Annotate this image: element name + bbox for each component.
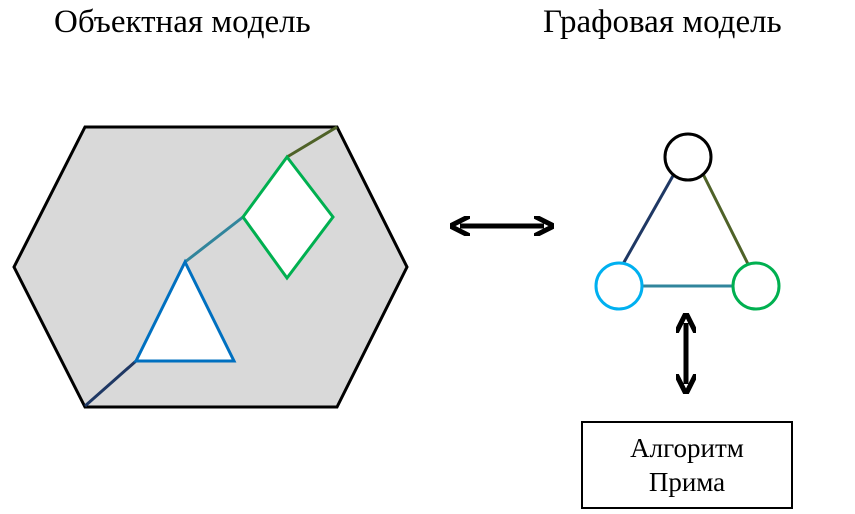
graph-model-title: Графовая модель [543, 4, 782, 40]
graph-node-top [663, 132, 713, 182]
edge-hexagon-to-triangle [84, 359, 137, 408]
algorithm-box-line2: Прима [648, 467, 726, 497]
diamond-hole [241, 154, 335, 281]
algorithm-box-line1: Алгоритм [630, 433, 744, 463]
object-model-title: Объектная модель [54, 4, 311, 40]
triangle-hole [133, 258, 237, 363]
graph-node-right [731, 261, 781, 311]
prim-algorithm-box: Алгоритм Прима [581, 421, 793, 509]
edge-triangle-to-diamond [184, 215, 244, 264]
graph-edge-top-right [701, 173, 750, 265]
graph-node-left [594, 261, 644, 311]
edge-diamond-to-hexagon [286, 125, 338, 159]
hexagon-object [12, 125, 409, 409]
graph-edge-top-left [621, 173, 676, 265]
